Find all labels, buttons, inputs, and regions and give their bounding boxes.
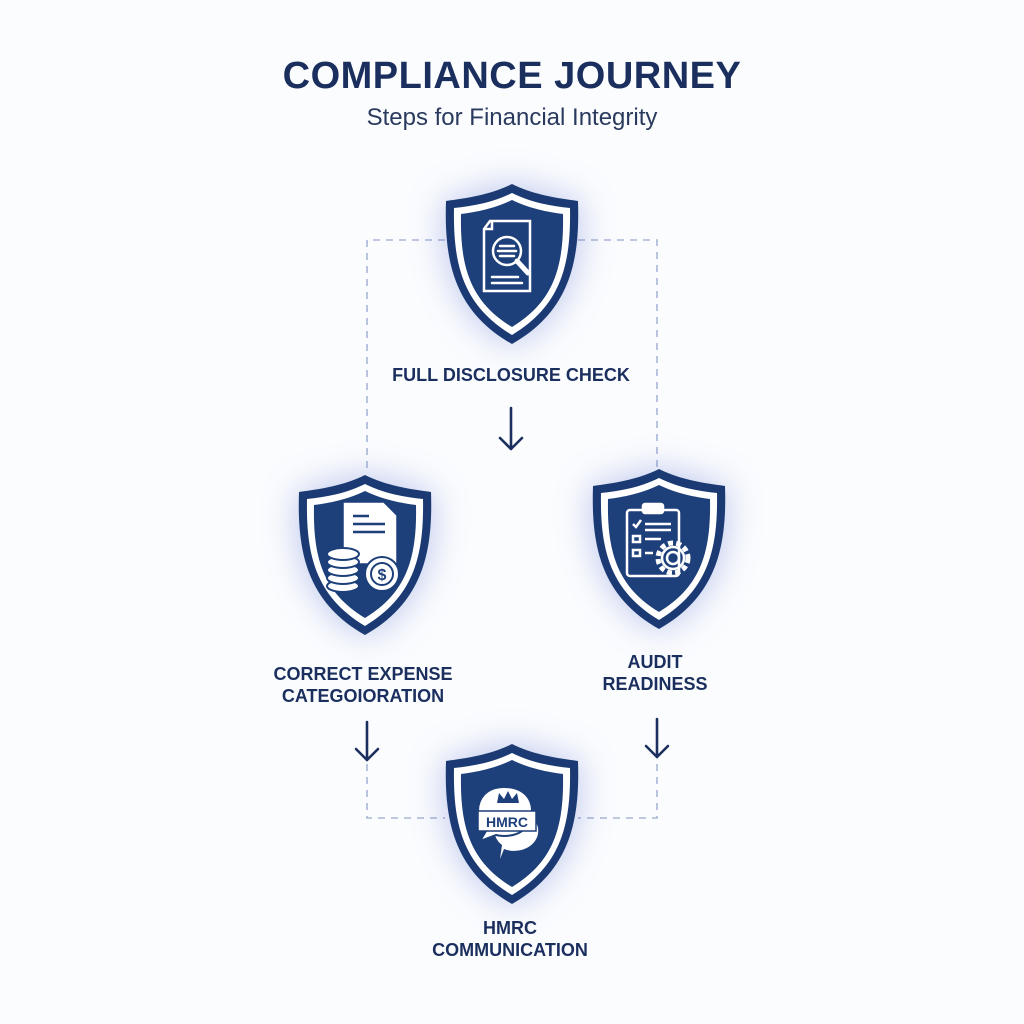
arrow-down-icon	[644, 717, 670, 759]
document-magnifier-icon	[482, 219, 532, 293]
step-label-line: CATEGOIORATION	[281, 686, 445, 706]
step-label-hmrc-communication: HMRC COMMUNICATION	[380, 917, 640, 961]
arrow-down-icon	[354, 720, 380, 762]
step-label-audit-readiness: AUDIT READINESS	[525, 651, 785, 695]
step-label-full-disclosure-check: FULL DISCLOSURE CHECK	[381, 364, 641, 386]
dashed-connector-bottom-left	[366, 764, 445, 819]
step-label-line: HMRC	[483, 918, 537, 938]
hmrc-icon-text: HMRC	[486, 814, 528, 830]
step-label-correct-expense-categorisation: CORRECT EXPENSE CATEGOIORATION	[233, 663, 493, 707]
page-title: COMPLIANCE JOURNEY	[282, 55, 742, 97]
shield-correct-expense-categorisation: $	[295, 472, 435, 638]
shield-audit-readiness	[589, 466, 729, 632]
coins-document-icon: $	[326, 502, 400, 593]
dashed-connector-bottom-right	[578, 764, 658, 819]
dashed-connector-top-left	[366, 239, 445, 472]
shield-full-disclosure-check	[442, 181, 582, 347]
step-label-line: COMMUNICATION	[432, 940, 588, 960]
crown-icon	[497, 791, 519, 803]
hmrc-chat-icon: HMRC	[476, 785, 539, 859]
svg-text:$: $	[378, 567, 387, 584]
dashed-connector-top-right	[578, 239, 658, 468]
clipboard-gear-icon	[625, 502, 691, 578]
page-subtitle: Steps for Financial Integrity	[366, 104, 658, 131]
arrow-down-icon	[498, 406, 524, 451]
step-label-line: FULL DISCLOSURE CHECK	[392, 365, 630, 385]
step-label-line: CORRECT EXPENSE	[273, 664, 453, 684]
step-label-line: AUDIT	[627, 652, 683, 672]
step-label-line: READINESS	[602, 674, 708, 694]
shield-hmrc-communication: HMRC	[442, 741, 582, 907]
